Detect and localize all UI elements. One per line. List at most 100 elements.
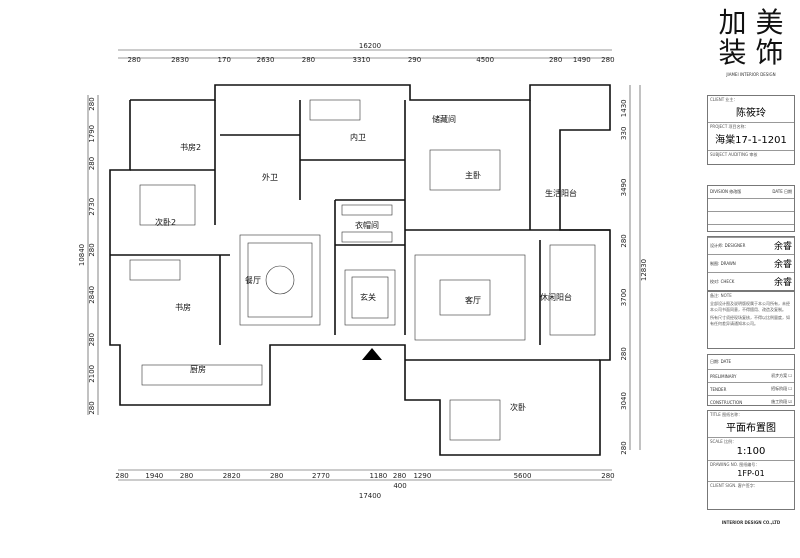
room-living: 客厅 [465, 295, 481, 305]
designer-label: 设计师: DESIGNER [710, 242, 746, 248]
staff-box: 设计师: DESIGNER 余睿 制图: DRAWN 余睿 校对: CHECK 余睿 [707, 236, 795, 291]
dim-right: 280 [620, 441, 628, 454]
dim-left-total: 10840 [78, 244, 86, 266]
room-bath-inner: 内卫 [350, 132, 366, 142]
dim-top: 2830 [171, 56, 189, 64]
company-logo: 加 美装 饰 [718, 6, 784, 69]
title-block: 加 美装 饰 JIAMEI INTERIOR DESIGN CLIENT 业主：… [707, 0, 795, 558]
scale: 1:100 [736, 446, 766, 457]
dim-bottom: 280 [180, 472, 193, 480]
dim-left: 2100 [88, 365, 96, 383]
dim-bottom: 280 [601, 472, 614, 480]
dim-left: 2730 [88, 198, 96, 216]
dim-right: 280 [620, 347, 628, 360]
dim-bottom: 280 [115, 472, 128, 480]
dim-right: 330 [620, 127, 628, 140]
room-master: 主卧 [465, 170, 481, 180]
client-name: 陈筱玲 [736, 108, 766, 119]
dim-bottom: 2770 [312, 472, 330, 480]
note-2: 所有尺寸须经现场复核，不得以比例量度，如有任何差异请通知本公司。 [710, 315, 790, 326]
client-label: CLIENT 业主： [710, 97, 738, 102]
drawing-title: 平面布置图 [726, 423, 776, 434]
dim-left: 1790 [88, 125, 96, 143]
dim-bottom: 2820 [223, 472, 241, 480]
division-label: DIVISION 修改版 [710, 189, 742, 194]
room-study: 书房 [175, 302, 191, 312]
dim-bottom: 280 [270, 472, 283, 480]
room-closet: 衣帽间 [355, 220, 379, 230]
dim-left: 2840 [88, 286, 96, 304]
audit-label: SUBJECT AUDITING 审核 [708, 150, 794, 159]
dim-right: 3040 [620, 392, 628, 410]
check-label: 校对: CHECK [710, 278, 735, 284]
room-bath-outer: 外卫 [262, 172, 278, 182]
dim-top: 280 [601, 56, 614, 64]
room-second-bed2: 次卧2 [155, 217, 176, 227]
project-name: 海棠17-1-1201 [715, 135, 787, 146]
drawing-info-box: TITLE 图纸名称： 平面布置图 SCALE 比例： 1:100 DRAWIN… [707, 410, 795, 510]
dimension-lines [87, 49, 641, 481]
dim-bottom: 5600 [514, 472, 532, 480]
drawn-label: 制图: DRAWN [710, 260, 736, 266]
dim-right: 3490 [620, 179, 628, 197]
dim-top: 1490 [573, 56, 591, 64]
dim-bottom: 1290 [413, 472, 431, 480]
dim-top: 280 [302, 56, 315, 64]
dim-right: 3700 [620, 288, 628, 306]
company-name: INTERIOR DESIGN CO.,LTD [721, 520, 781, 525]
dim-right: 280 [620, 234, 628, 247]
note-label: 备注: NOTE [710, 293, 732, 298]
dim-right: 1430 [620, 99, 628, 117]
entry-arrow-icon [362, 348, 382, 360]
room-entry: 玄关 [360, 292, 376, 302]
date-label: DATE 日期 [772, 189, 792, 194]
project-label: PROJECT 项目名称： [708, 122, 794, 131]
dim-bottom: 1180 [369, 472, 387, 480]
note-1: 全部设计图及说明版权属于本公司所有，未经本公司书面同意，不得擅用、改造及复制。 [710, 301, 790, 312]
revision-table: DIVISION 修改版 DATE 日期 [707, 185, 795, 238]
dim-top: 290 [408, 56, 421, 64]
client-sign-label: CLIENT SIGN. 客户签字： [708, 481, 794, 490]
note-box: 备注: NOTE 全部设计图及说明版权属于本公司所有，未经本公司书面同意，不得擅… [707, 291, 795, 349]
room-dining: 餐厅 [245, 276, 261, 285]
dim-left: 280 [88, 97, 96, 110]
dim-bottom: 280 [393, 472, 406, 480]
room-service-balcony: 生活阳台 [545, 188, 577, 198]
room-storage: 储藏间 [432, 114, 456, 124]
logo-english: JIAMEI INTERIOR DESIGN [726, 72, 776, 77]
date2-label: 日期: DATE [708, 355, 794, 370]
checker: 余睿 [773, 278, 792, 288]
scale-label: SCALE 比例： [708, 437, 794, 446]
title-label: TITLE 图纸名称： [710, 412, 743, 417]
dim-left: 280 [88, 333, 96, 346]
room-second-bed: 次卧 [510, 402, 526, 412]
drawing-no: 1FP-01 [737, 469, 765, 478]
dim-left: 280 [88, 243, 96, 256]
dim-bottom-total: 17400 [359, 492, 381, 500]
room-study2: 书房2 [180, 142, 201, 152]
drawing-no-label: DRAWING NO. 图纸编号： [708, 460, 794, 469]
dim-left: 280 [88, 401, 96, 414]
dim-right-total: 12830 [640, 259, 648, 281]
furniture [129, 99, 596, 441]
dim-left: 280 [88, 157, 96, 170]
dim-top: 170 [218, 56, 231, 64]
dim-bottom-extra: 400 [393, 482, 406, 490]
designer: 余睿 [773, 242, 792, 252]
dim-top: 280 [127, 56, 140, 64]
room-leisure-balcony: 休闲阳台 [540, 292, 572, 302]
drawn: 余睿 [773, 260, 792, 270]
dim-top: 3310 [352, 56, 370, 64]
dim-bottom: 1940 [145, 472, 163, 480]
dim-top-total: 16200 [359, 42, 381, 50]
walls [109, 84, 611, 456]
room-kitchen: 厨房 [190, 364, 206, 374]
dim-top: 4500 [476, 56, 494, 64]
client-project-box: CLIENT 业主： 陈筱玲 PROJECT 项目名称： 海棠17-1-1201… [707, 95, 795, 165]
